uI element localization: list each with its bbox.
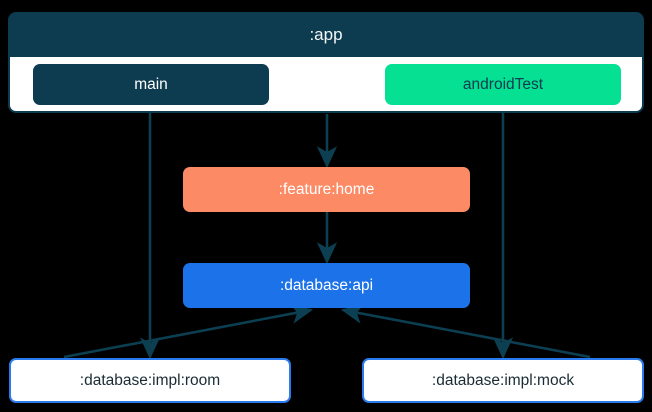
node-feature-home[interactable]: :feature:home [183,167,470,212]
edge-database-impl-mock-to-database-api [340,303,591,359]
node-database-impl-room[interactable]: :database:impl:room [9,358,291,403]
node-androidtest[interactable]: androidTest [385,64,621,105]
node-androidtest-label: androidTest [462,75,544,93]
node-database-impl-room-label: :database:impl:room [79,371,221,389]
node-database-api[interactable]: :database:api [183,263,470,308]
node-database-impl-mock[interactable]: :database:impl:mock [362,358,644,403]
node-main-label: main [134,75,168,93]
node-database-impl-mock-label: :database:impl:mock [431,371,575,389]
node-main[interactable]: main [33,64,269,105]
node-feature-home-label: :feature:home [278,180,375,198]
subgraph-app-title: :app [309,25,343,44]
edge-database-impl-room-to-database-api [63,303,314,359]
node-database-api-label: :database:api [279,276,374,294]
